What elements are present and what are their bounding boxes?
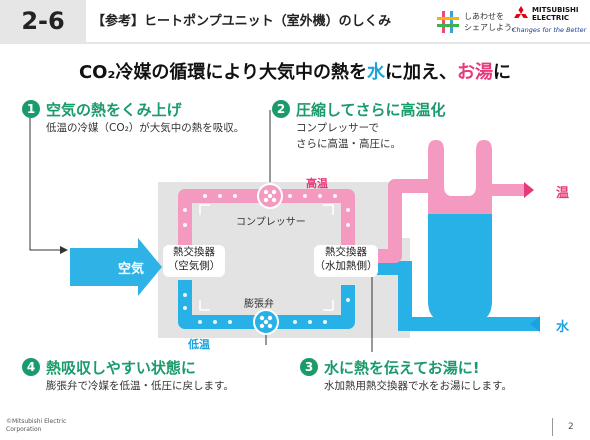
copyright: ©Mitsubishi Electric Corporation <box>6 418 66 434</box>
step-4-desc: 膨張弁で冷媒を低温・低圧に戻します。 <box>46 380 234 392</box>
heading-part-5: に <box>493 62 512 83</box>
slide-number: 2-6 <box>0 0 86 42</box>
expansion-valve-label: 膨張弁 <box>244 299 274 310</box>
header-title: 【参考】ヒートポンプユニット（室外機）のしくみ <box>92 14 392 29</box>
copyright-line-1: ©Mitsubishi Electric <box>6 418 67 425</box>
water-inlet-pipe <box>370 261 540 331</box>
high-temp-label: 高温 <box>306 177 328 190</box>
step-4-number: 4 <box>22 358 40 376</box>
header-divider <box>0 42 590 44</box>
brand-line-1: MITSUBISHI <box>532 6 579 14</box>
water-in-label: 水 <box>556 320 570 335</box>
step-2-desc-line-2: さらに高温・高圧に。 <box>296 138 401 150</box>
step-2-title: 圧縮してさらに高温化 <box>296 101 446 119</box>
main-heading: CO₂冷媒の循環により大気中の熱を水に加え、お湯に <box>0 58 590 84</box>
step-4-title: 熱吸収しやすい状態に <box>46 359 196 377</box>
colorful-hash-icon <box>437 11 459 33</box>
campaign-line-2: シェアしよう。 <box>464 23 520 32</box>
low-temp-label: 低温 <box>188 338 210 351</box>
step-3-desc: 水加熱用熱交換器で水をお湯にします。 <box>324 380 512 392</box>
step-2-desc-line-1: コンプレッサーで <box>296 122 380 134</box>
heading-water: 水 <box>367 62 386 83</box>
share-happiness-logo: しあわせを シェアしよう。 <box>436 8 520 36</box>
air-heat-exchanger: 熱交換器 （空気側） <box>163 245 225 277</box>
tank-cold-section <box>428 214 492 320</box>
step-3-title: 水に熱を伝えてお湯に! <box>324 359 480 377</box>
brand-line-2: ELECTRIC <box>532 14 570 22</box>
campaign-line-1: しあわせを <box>464 12 504 21</box>
heading-part-3: に加え、 <box>385 62 458 83</box>
pointer-line-1 <box>29 110 60 251</box>
footer-divider <box>552 418 553 436</box>
brand-tagline: Changes for the Better <box>512 26 587 34</box>
hx-water-line-1: 熱交換器 <box>325 246 367 258</box>
hx-air-line-1: 熱交換器 <box>173 246 215 258</box>
heading-part-1: CO₂冷媒の循環により大気中の熱を <box>78 62 368 83</box>
step-1-number: 1 <box>22 100 40 118</box>
step-3-number: 3 <box>300 358 318 376</box>
three-diamonds-icon <box>514 6 528 18</box>
hx-water-line-2: （水加熱側） <box>314 260 378 272</box>
air-arrow <box>70 238 162 296</box>
page-number: 2 <box>568 422 574 432</box>
step-1-desc: 低温の冷媒（CO₂）が大気中の熱を吸収。 <box>46 122 245 134</box>
hx-air-line-2: （空気側） <box>167 260 221 272</box>
copyright-line-2: Corporation <box>6 426 42 433</box>
step-2-number: 2 <box>272 100 290 118</box>
hot-water-out-label: 温 <box>556 186 570 201</box>
mitsubishi-logo: MITSUBISHI ELECTRIC Changes for the Bett… <box>512 4 588 40</box>
step-1-title: 空気の熱をくみ上げ <box>46 101 182 119</box>
water-heat-exchanger: 熱交換器 （水加熱側） <box>314 245 378 277</box>
compressor-label: コンプレッサー <box>236 217 306 228</box>
air-label: 空気 <box>118 262 145 277</box>
heading-hot-water: お湯 <box>457 62 494 83</box>
